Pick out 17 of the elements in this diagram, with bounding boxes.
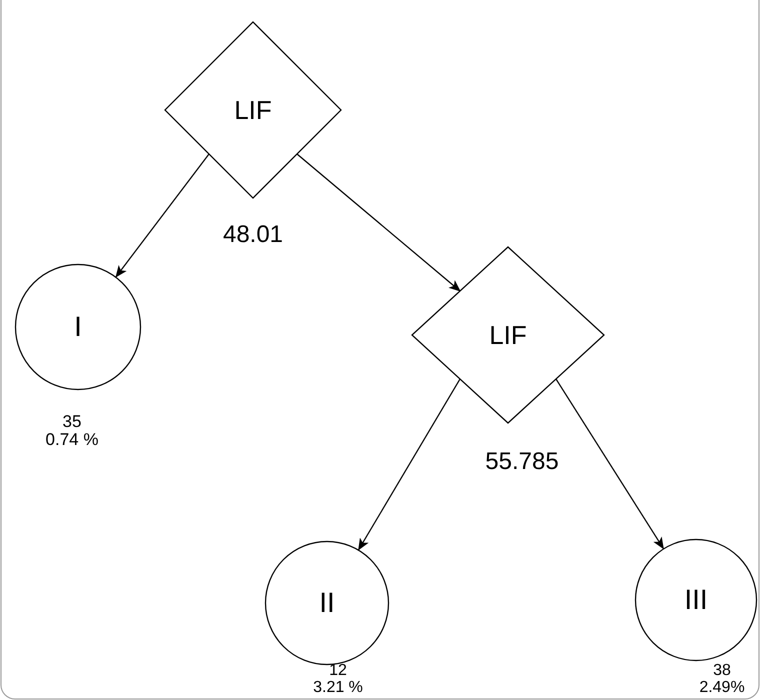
split-variable-label: LIF bbox=[489, 320, 527, 350]
class-statistic: 3.21 % bbox=[313, 680, 363, 697]
class-label: II bbox=[319, 587, 335, 619]
arrow bbox=[358, 378, 461, 551]
class-statistic: 38 bbox=[713, 663, 731, 680]
arrow bbox=[556, 378, 664, 550]
arrow bbox=[115, 154, 210, 278]
class-statistic: 35 bbox=[62, 413, 82, 431]
class-statistic: 2.49% bbox=[699, 680, 745, 697]
class-statistic: 12 bbox=[329, 663, 347, 680]
class-label: I bbox=[74, 311, 82, 343]
split-threshold-value: 48.01 bbox=[222, 222, 284, 248]
class-label: III bbox=[684, 584, 708, 616]
split-threshold-value: 55.785 bbox=[485, 449, 559, 474]
split-variable-label: LIF bbox=[234, 94, 272, 126]
class-statistic: 0.74 % bbox=[46, 430, 98, 449]
arrow bbox=[296, 154, 461, 292]
